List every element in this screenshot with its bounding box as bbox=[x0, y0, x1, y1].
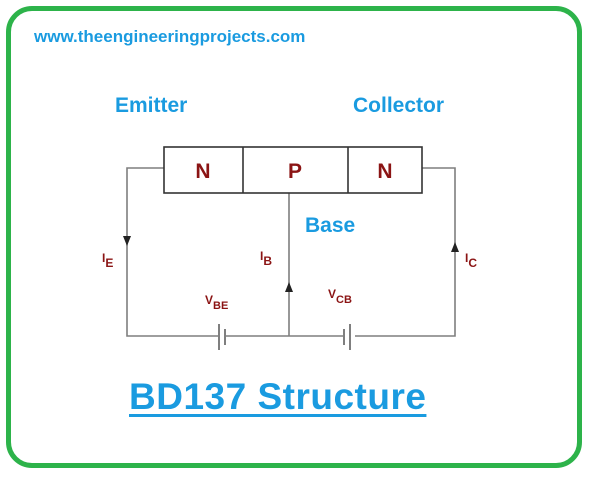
emitter-wire bbox=[126, 167, 218, 337]
collector-label: Collector bbox=[353, 94, 445, 117]
border-frame bbox=[6, 6, 582, 468]
diagram-title: BD137 Structure bbox=[129, 376, 427, 417]
website-url: www.theengineeringprojects.com bbox=[34, 27, 306, 46]
npn-outline bbox=[163, 146, 423, 194]
ib-arrow-icon bbox=[285, 282, 293, 292]
vcb-battery-icon bbox=[343, 324, 351, 350]
ie-label: IE bbox=[102, 251, 113, 270]
ib-label: IB bbox=[260, 249, 272, 268]
ie-arrow-icon bbox=[123, 236, 131, 246]
ic-label: IC bbox=[465, 251, 477, 270]
base-label: Base bbox=[305, 214, 356, 237]
npn-block: N P N bbox=[163, 146, 423, 194]
emitter-label: Emitter bbox=[115, 94, 188, 117]
region-emitter-n: N bbox=[195, 160, 210, 183]
vbe-label: VBE bbox=[205, 293, 228, 312]
ic-arrow-icon bbox=[451, 242, 459, 252]
vbe-battery-icon bbox=[218, 324, 226, 350]
vcb-label: VCB bbox=[328, 287, 352, 306]
region-collector-n: N bbox=[377, 160, 392, 183]
region-base-p: P bbox=[288, 160, 302, 183]
